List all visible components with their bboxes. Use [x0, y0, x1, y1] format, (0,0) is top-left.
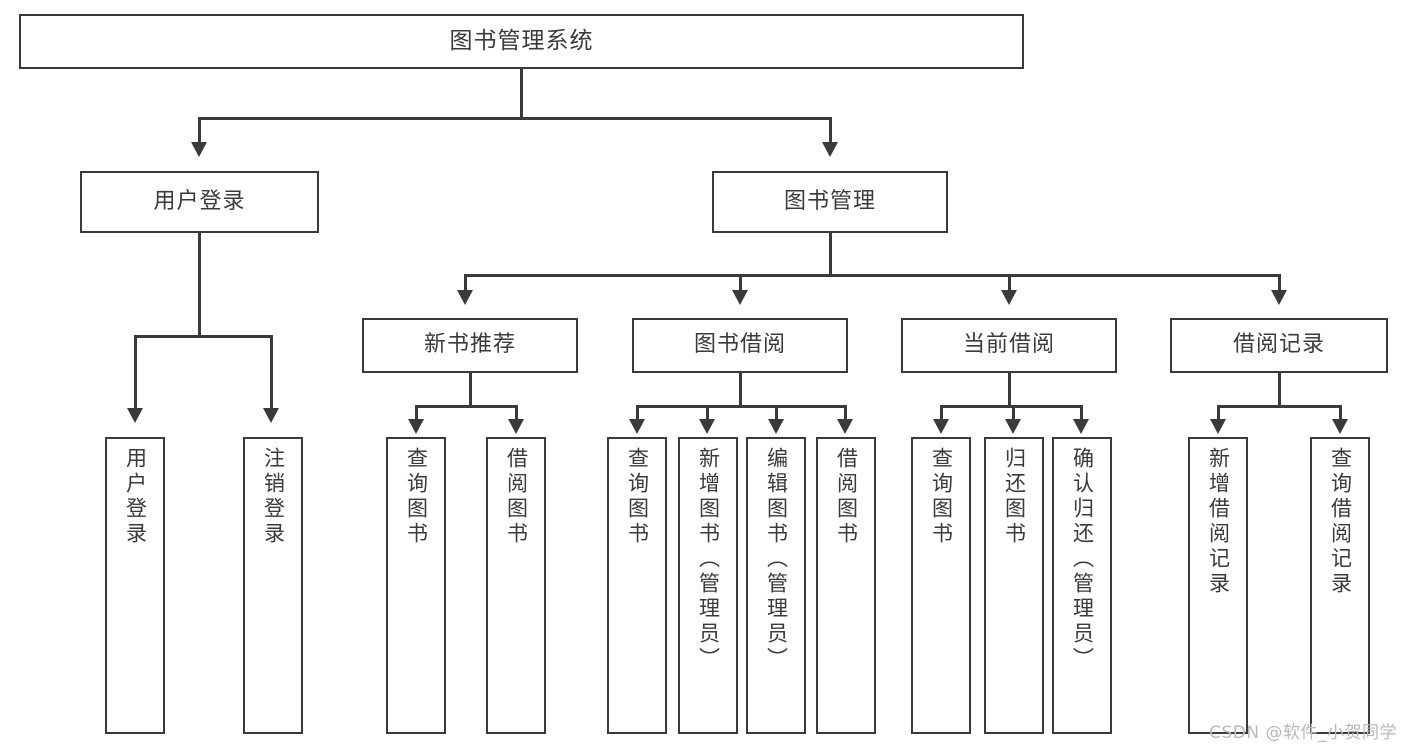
node-label: 查询图书 — [404, 447, 429, 547]
connector-borrow-record-stem — [1278, 373, 1281, 407]
connector-current-borrow-to-leaf-2 — [1012, 405, 1015, 421]
arrowhead-leaf-add-book — [699, 419, 715, 434]
connector-new-book-rec-to-leaf-1 — [415, 405, 418, 421]
node-label: 查询图书 — [625, 447, 650, 547]
connector-book-borrow-to-leaf-4 — [844, 405, 847, 421]
connector-root-to-user-login — [198, 117, 201, 145]
connector-book-manage-to-borrow-record — [1278, 274, 1281, 292]
leaf-add-borrow-record[interactable]: 新增借阅记录 — [1188, 437, 1248, 734]
leaf-user-login[interactable]: 用户登录 — [105, 437, 165, 734]
connector-borrow-record-to-leaf-1 — [1217, 405, 1220, 421]
connector-new-book-rec-stem — [469, 373, 472, 407]
node-label: 用户登录 — [153, 188, 246, 214]
arrowhead-leaf-user-login — [127, 408, 143, 423]
connector-borrow-record-to-leaf-2 — [1339, 405, 1342, 421]
arrowhead-leaf-confirm-return — [1073, 419, 1089, 434]
node-label: 查询借阅记录 — [1328, 447, 1353, 597]
node-current-borrow[interactable]: 当前借阅 — [901, 318, 1117, 373]
leaf-query-book-3[interactable]: 查询图书 — [911, 437, 971, 734]
arrowhead-leaf-return-book — [1005, 419, 1021, 434]
connector-root-stem — [520, 69, 523, 118]
arrowhead-leaf-borrow-book-1 — [508, 419, 524, 434]
connector-current-borrow-to-leaf-1 — [940, 405, 943, 421]
arrowhead-book-manage — [822, 142, 838, 157]
connector-current-borrow-stem — [1008, 373, 1011, 407]
node-label: 图书借阅 — [693, 332, 786, 358]
connector-new-book-rec-bus — [415, 405, 517, 408]
connector-root-to-book-manage — [829, 117, 832, 145]
leaf-user-logout[interactable]: 注销登录 — [243, 437, 303, 734]
node-label: 新增借阅记录 — [1206, 447, 1231, 597]
node-label: 编辑图书（管理员） — [764, 447, 789, 672]
node-label: 图书管理 — [783, 188, 876, 214]
connector-book-manage-to-new-book-rec — [464, 274, 467, 292]
arrowhead-leaf-query-record — [1332, 419, 1348, 434]
connector-book-manage-stem — [829, 233, 832, 276]
arrowhead-book-borrow — [732, 290, 748, 305]
node-label: 新增图书（管理员） — [696, 447, 721, 672]
connector-borrow-record-bus — [1217, 405, 1341, 408]
arrowhead-current-borrow — [1001, 290, 1017, 305]
leaf-borrow-book-2[interactable]: 借阅图书 — [816, 437, 876, 734]
connector-current-borrow-to-leaf-3 — [1080, 405, 1083, 421]
node-label: 图书管理系统 — [449, 27, 594, 54]
connector-user-login-stem — [198, 233, 201, 337]
connector-user-login-bus — [134, 335, 272, 338]
arrowhead-borrow-record — [1271, 290, 1287, 305]
arrowhead-new-book-rec — [457, 290, 473, 305]
arrowhead-leaf-query-book-2 — [629, 419, 645, 434]
node-label: 确认归还（管理员） — [1070, 447, 1095, 672]
node-label: 注销登录 — [261, 447, 286, 547]
node-label: 新书推荐 — [423, 332, 516, 358]
node-root-book-management-system[interactable]: 图书管理系统 — [19, 14, 1024, 69]
connector-book-borrow-to-leaf-2 — [706, 405, 709, 421]
node-book-management[interactable]: 图书管理 — [712, 171, 948, 233]
leaf-borrow-book-1[interactable]: 借阅图书 — [486, 437, 546, 734]
node-label: 查询图书 — [929, 447, 954, 547]
connector-book-borrow-to-leaf-1 — [636, 405, 639, 421]
leaf-edit-book-admin[interactable]: 编辑图书（管理员） — [746, 437, 806, 734]
connector-book-borrow-bus — [636, 405, 846, 408]
connector-book-manage-to-current-borrow — [1008, 274, 1011, 292]
node-borrow-record[interactable]: 借阅记录 — [1170, 318, 1388, 373]
node-new-book-recommendation[interactable]: 新书推荐 — [362, 318, 578, 373]
node-label: 用户登录 — [123, 447, 148, 547]
connector-user-login-to-leaf-1 — [134, 335, 137, 410]
arrowhead-leaf-query-book-3 — [933, 419, 949, 434]
arrowhead-leaf-borrow-book-2 — [837, 419, 853, 434]
arrowhead-leaf-add-record — [1210, 419, 1226, 434]
leaf-query-borrow-record[interactable]: 查询借阅记录 — [1310, 437, 1370, 734]
node-book-borrow[interactable]: 图书借阅 — [632, 318, 848, 373]
arrowhead-leaf-user-logout — [263, 408, 279, 423]
leaf-query-book-1[interactable]: 查询图书 — [386, 437, 446, 734]
connector-current-borrow-bus — [940, 405, 1082, 408]
leaf-return-book[interactable]: 归还图书 — [984, 437, 1044, 734]
connector-book-manage-to-book-borrow — [739, 274, 742, 292]
node-label: 当前借阅 — [962, 332, 1055, 358]
arrowhead-leaf-query-book-1 — [408, 419, 424, 434]
connector-user-login-to-leaf-2 — [270, 335, 273, 410]
connector-book-manage-bus — [464, 274, 1281, 277]
connector-book-borrow-to-leaf-3 — [775, 405, 778, 421]
node-user-login[interactable]: 用户登录 — [80, 171, 319, 233]
leaf-query-book-2[interactable]: 查询图书 — [607, 437, 667, 734]
node-label: 借阅记录 — [1232, 332, 1325, 358]
node-label: 归还图书 — [1002, 447, 1027, 547]
connector-root-bus — [198, 117, 831, 120]
arrowhead-leaf-edit-book — [768, 419, 784, 434]
node-label: 借阅图书 — [504, 447, 529, 547]
connector-book-borrow-stem — [739, 373, 742, 407]
node-label: 借阅图书 — [834, 447, 859, 547]
leaf-confirm-return-admin[interactable]: 确认归还（管理员） — [1052, 437, 1112, 734]
arrowhead-user-login — [191, 142, 207, 157]
connector-new-book-rec-to-leaf-2 — [515, 405, 518, 421]
leaf-add-book-admin[interactable]: 新增图书（管理员） — [678, 437, 738, 734]
